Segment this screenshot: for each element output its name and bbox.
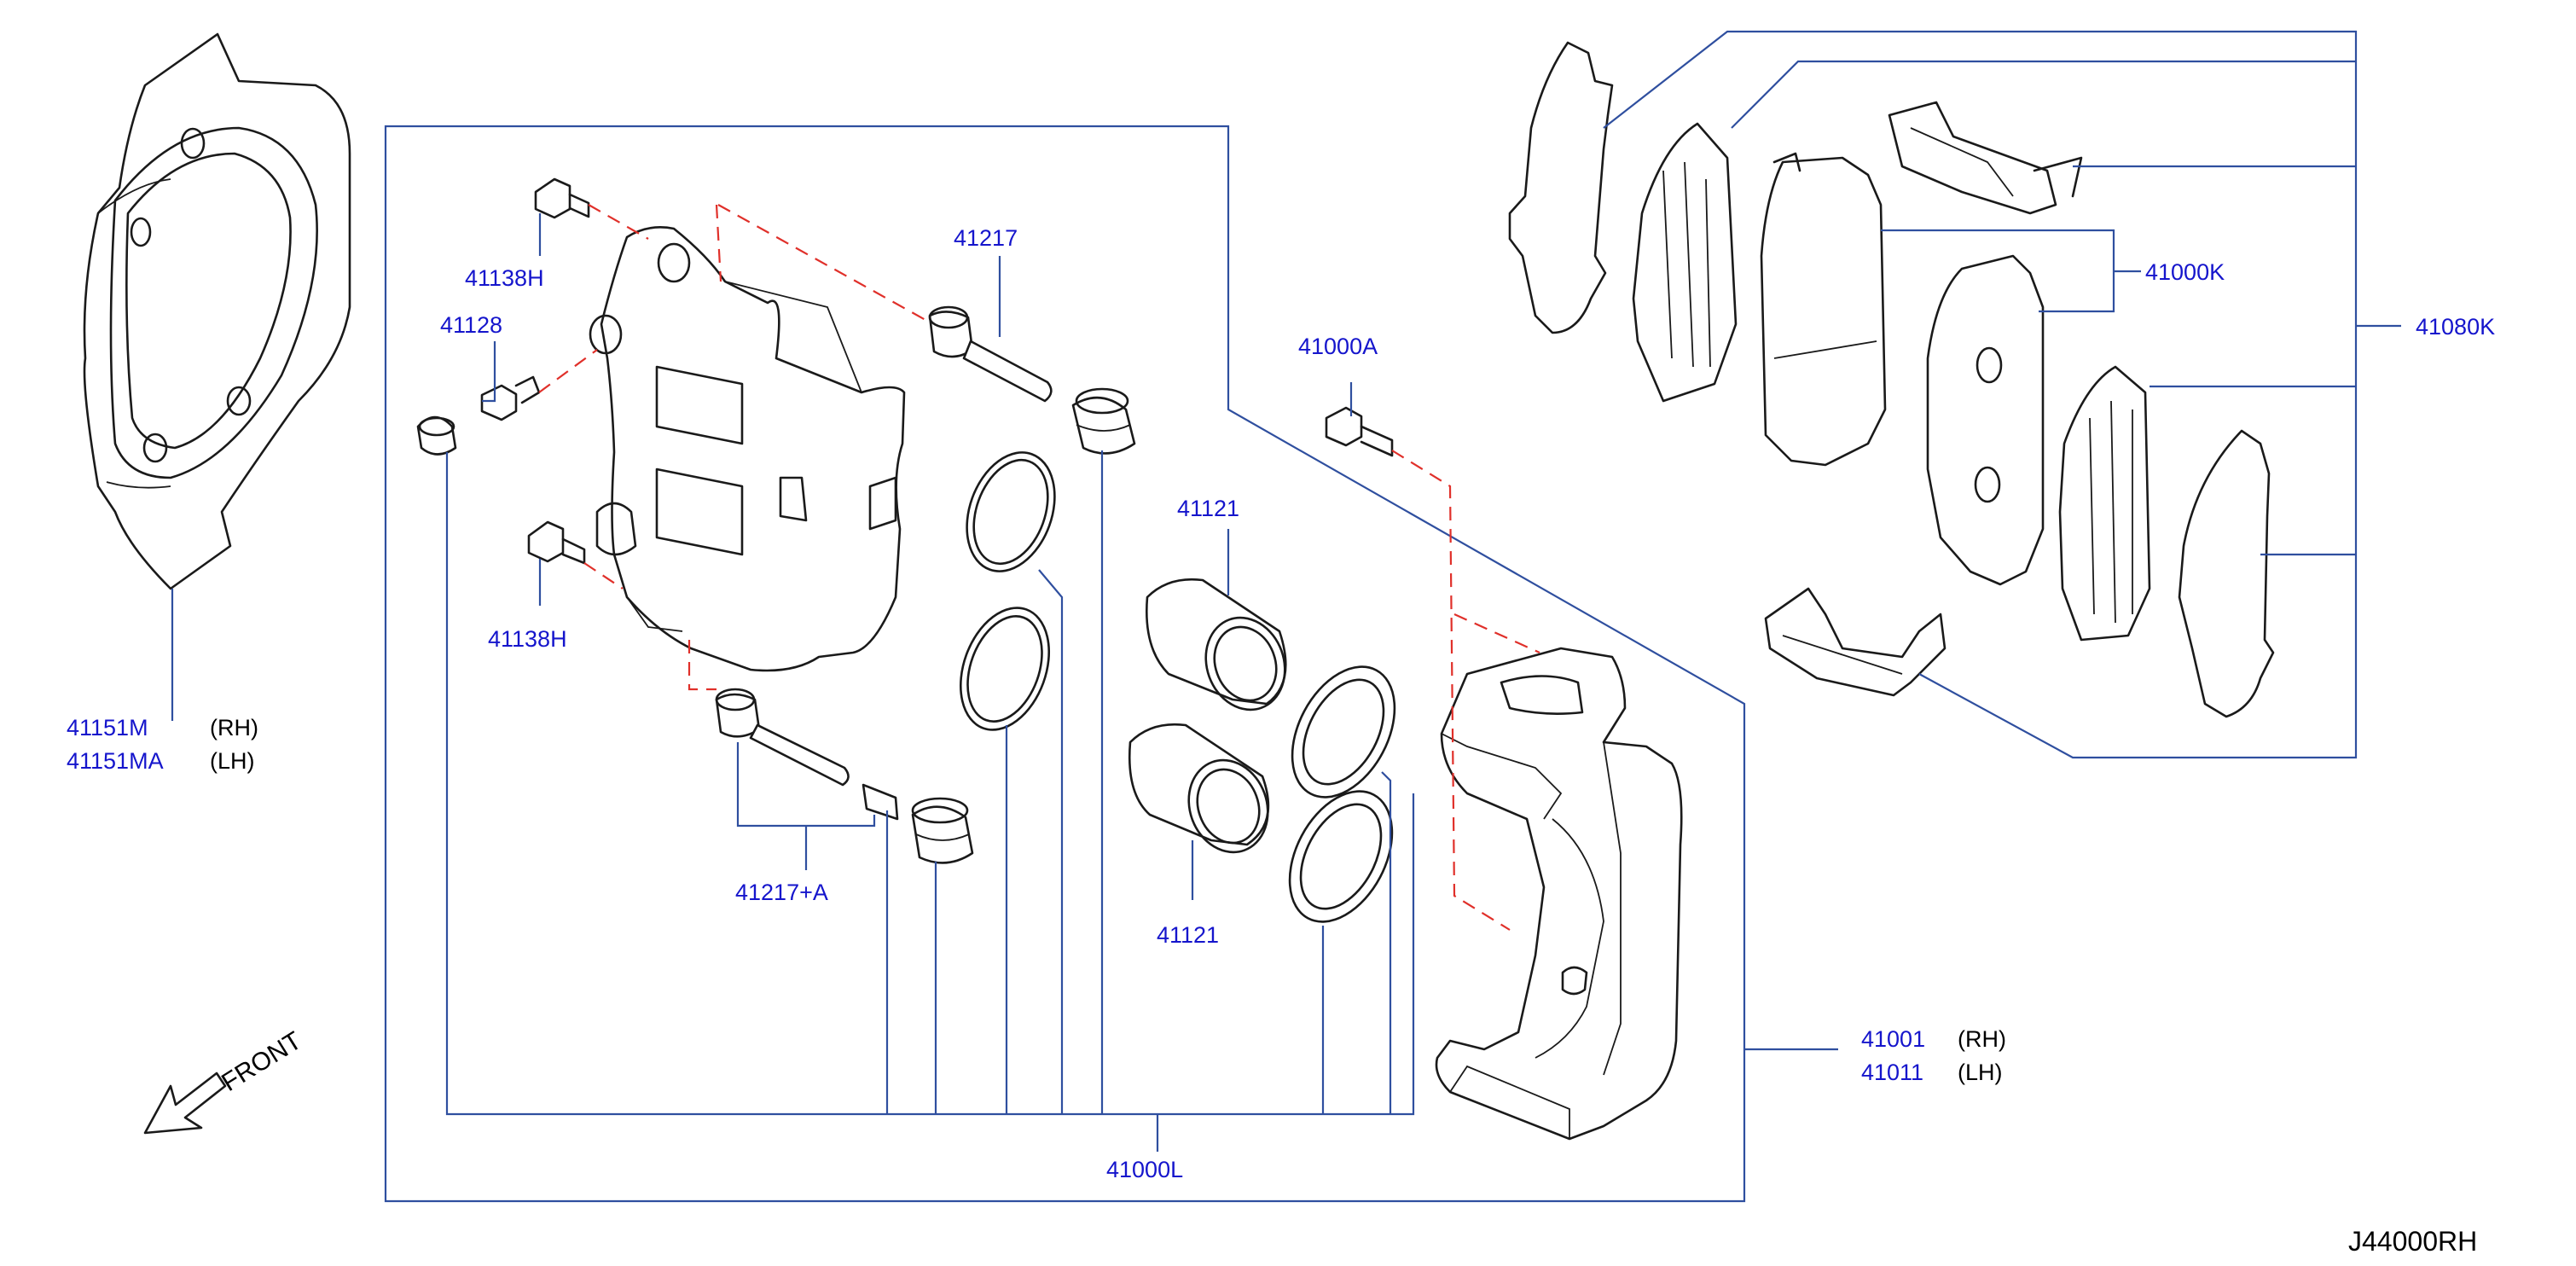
piston-41121-top-part [1146,578,1287,711]
front-label: FRONT [217,1026,306,1097]
label-41001: 41001 [1861,1026,1925,1052]
guide-pin-41217a-part [715,688,899,821]
brake-pad-outer-part [1760,152,1887,467]
pad-clip-upper-part [1888,101,2083,215]
leader-lines [445,30,2401,1152]
brake-pad-inner-part [1926,254,2045,586]
bolt-41138h-top-part [534,177,590,219]
dust-shield-part [83,32,351,590]
label-41121-top: 41121 [1177,496,1239,521]
bleeder-cap-part [416,415,457,456]
label-41001-side: (RH) [1958,1026,2006,1052]
pin-boot-bottom-part [911,797,974,864]
outer-shim-part [1508,41,1614,334]
bolt-41138h-bottom-part [527,520,586,565]
inner-insulator-part [2058,365,2151,642]
label-41000l: 41000L [1106,1157,1183,1182]
label-41217: 41217 [954,225,1018,251]
piston-boot-bottom-part [1288,790,1394,923]
label-41011: 41011 [1861,1060,1923,1085]
label-41080k: 41080K [2416,314,2495,340]
label-41128: 41128 [440,312,502,338]
label-41138h-top: 41138H [465,265,544,291]
label-41121-bottom: 41121 [1157,922,1219,948]
piston-boot-top-part [1291,665,1396,799]
label-41151ma-side: (LH) [210,748,255,774]
label-41138h-bottom: 41138H [488,626,567,652]
label-41217a: 41217+A [735,880,828,905]
caliper-assembly-frame [384,125,1746,1203]
label-41151ma: 41151MA [67,748,164,774]
label-41151m-side: (RH) [210,715,258,740]
bleeder-screw-41128-part [480,375,541,421]
pin-boot-top-part [1071,387,1136,455]
guide-pin-41217-part [928,305,1053,403]
piston-seal-top-part [966,451,1056,572]
label-41151m: 41151M [67,715,148,740]
caliper-bracket-part [1435,647,1683,1141]
piston-41121-bottom-part [1128,723,1270,854]
label-41011-side: (LH) [1958,1060,2003,1085]
caliper-body-part [589,226,906,672]
front-arrow-icon [143,1071,227,1135]
label-41000a: 41000A [1298,334,1378,359]
diagram-code: J44000RH [2348,1226,2477,1257]
pad-clip-lower-part [1764,587,1947,697]
label-41000k: 41000K [2145,259,2225,285]
outer-insulator-part [1632,122,1738,403]
inner-shim-part [2178,429,2275,718]
piston-seal-bottom-part [959,607,1051,731]
hidden-assembly-lines [538,204,1540,931]
mounting-bolt-41000a-part [1325,406,1394,457]
